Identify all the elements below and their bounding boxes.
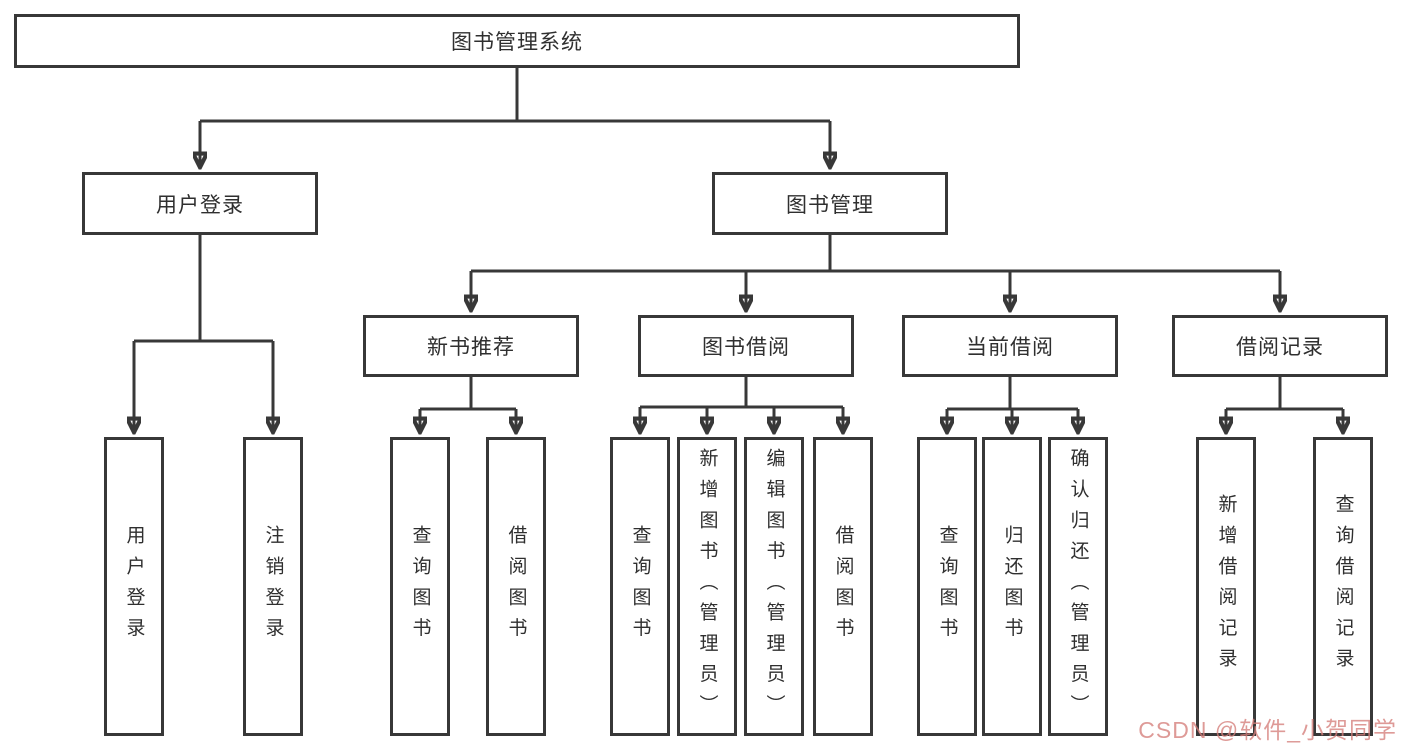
leaf-cb-return-book: 归还图书 — [982, 437, 1042, 736]
connector-book-borrow-branch — [640, 377, 843, 431]
node-user-login-label: 用户登录 — [156, 193, 244, 217]
leaf-nb-borrow-book-label: 借阅图书 — [505, 524, 527, 649]
node-borrow-record-label: 借阅记录 — [1236, 336, 1324, 359]
leaf-cb-confirm-return-admin: 确认归还（管理员） — [1048, 437, 1108, 736]
node-book-borrow: 图书借阅 — [638, 315, 854, 377]
node-root: 图书管理系统 — [14, 14, 1020, 68]
csdn-watermark: CSDN @软件_小贺同学 — [1138, 717, 1397, 743]
connector-current-borrow-branch — [947, 377, 1078, 431]
leaf-cb-query-book: 查询图书 — [917, 437, 977, 736]
node-book-mgmt-label: 图书管理 — [786, 193, 874, 217]
connector-borrow-record-branch — [1226, 377, 1343, 431]
leaf-br-query-record-label: 查询借阅记录 — [1332, 494, 1354, 679]
connector-root-to-level1 — [200, 68, 830, 166]
connector-user-login-branch — [134, 235, 273, 431]
leaf-nb-borrow-book: 借阅图书 — [486, 437, 546, 736]
node-current-borrow: 当前借阅 — [902, 315, 1118, 377]
leaf-br-add-record: 新增借阅记录 — [1196, 437, 1256, 736]
node-user-login: 用户登录 — [82, 172, 318, 235]
leaf-bb-query-book-label: 查询图书 — [629, 524, 651, 649]
leaf-cb-query-book-label: 查询图书 — [936, 524, 958, 649]
leaf-logout: 注销登录 — [243, 437, 303, 736]
leaf-bb-query-book: 查询图书 — [610, 437, 670, 736]
node-new-book-rec: 新书推荐 — [363, 315, 579, 377]
leaf-cb-confirm-return-admin-label: 确认归还（管理员） — [1067, 447, 1089, 726]
leaf-bb-borrow-book-label: 借阅图书 — [832, 524, 854, 649]
leaf-bb-edit-book-admin: 编辑图书（管理员） — [744, 437, 804, 736]
leaf-logout-label: 注销登录 — [262, 524, 284, 649]
leaf-bb-borrow-book: 借阅图书 — [813, 437, 873, 736]
node-book-mgmt: 图书管理 — [712, 172, 948, 235]
node-borrow-record: 借阅记录 — [1172, 315, 1388, 377]
node-new-book-rec-label: 新书推荐 — [427, 336, 515, 359]
leaf-bb-add-book-admin: 新增图书（管理员） — [677, 437, 737, 736]
connector-new-book-branch — [420, 377, 516, 431]
leaf-nb-query-book: 查询图书 — [390, 437, 450, 736]
connector-book-mgmt-branch — [471, 235, 1280, 309]
leaf-cb-return-book-label: 归还图书 — [1001, 524, 1023, 649]
leaf-user-login: 用户登录 — [104, 437, 164, 736]
node-current-borrow-label: 当前借阅 — [966, 336, 1054, 359]
node-book-borrow-label: 图书借阅 — [702, 336, 790, 359]
leaf-nb-query-book-label: 查询图书 — [409, 524, 431, 649]
leaf-user-login-label: 用户登录 — [123, 524, 145, 649]
node-root-label: 图书管理系统 — [451, 31, 583, 54]
leaf-br-add-record-label: 新增借阅记录 — [1215, 494, 1237, 679]
leaf-br-query-record: 查询借阅记录 — [1313, 437, 1373, 736]
leaf-bb-add-book-admin-label: 新增图书（管理员） — [696, 447, 718, 726]
leaf-bb-edit-book-admin-label: 编辑图书（管理员） — [763, 447, 785, 726]
